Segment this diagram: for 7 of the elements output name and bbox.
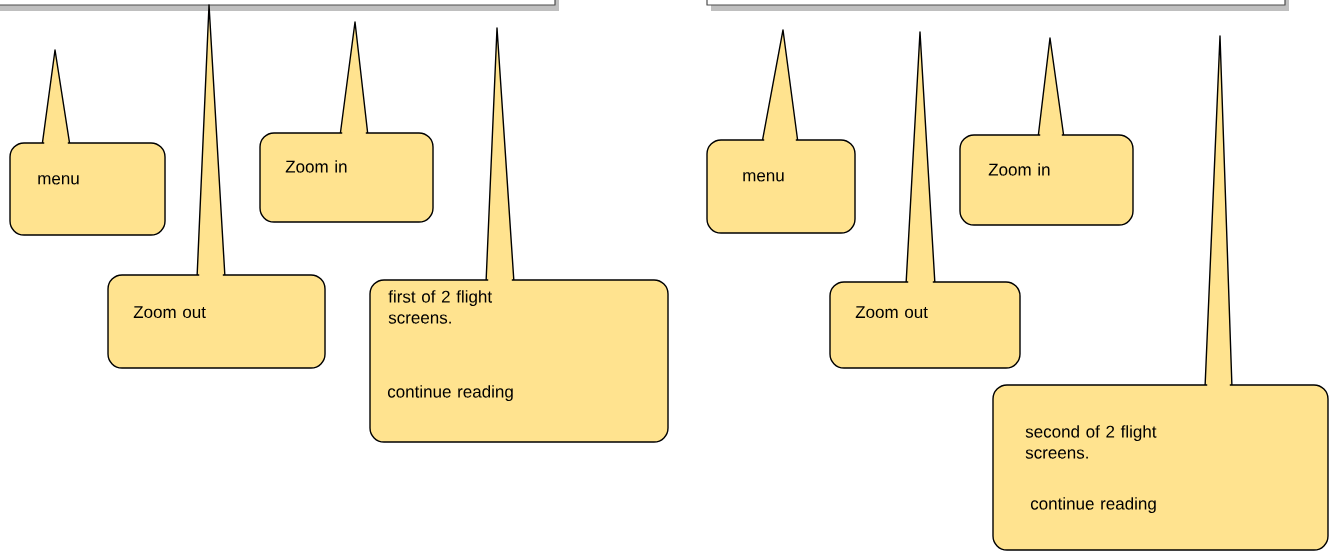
callout-bubble: Zoom in [959,37,1134,226]
screen-frame [706,0,1289,11]
screen-frame [0,0,559,11]
callout-bubble: first of 2 flight screens. continue reading [369,27,669,443]
callout-bubble: menu [9,49,166,236]
callout-bubble: Zoom in [259,21,434,223]
callout-bubble: menu [706,29,856,234]
